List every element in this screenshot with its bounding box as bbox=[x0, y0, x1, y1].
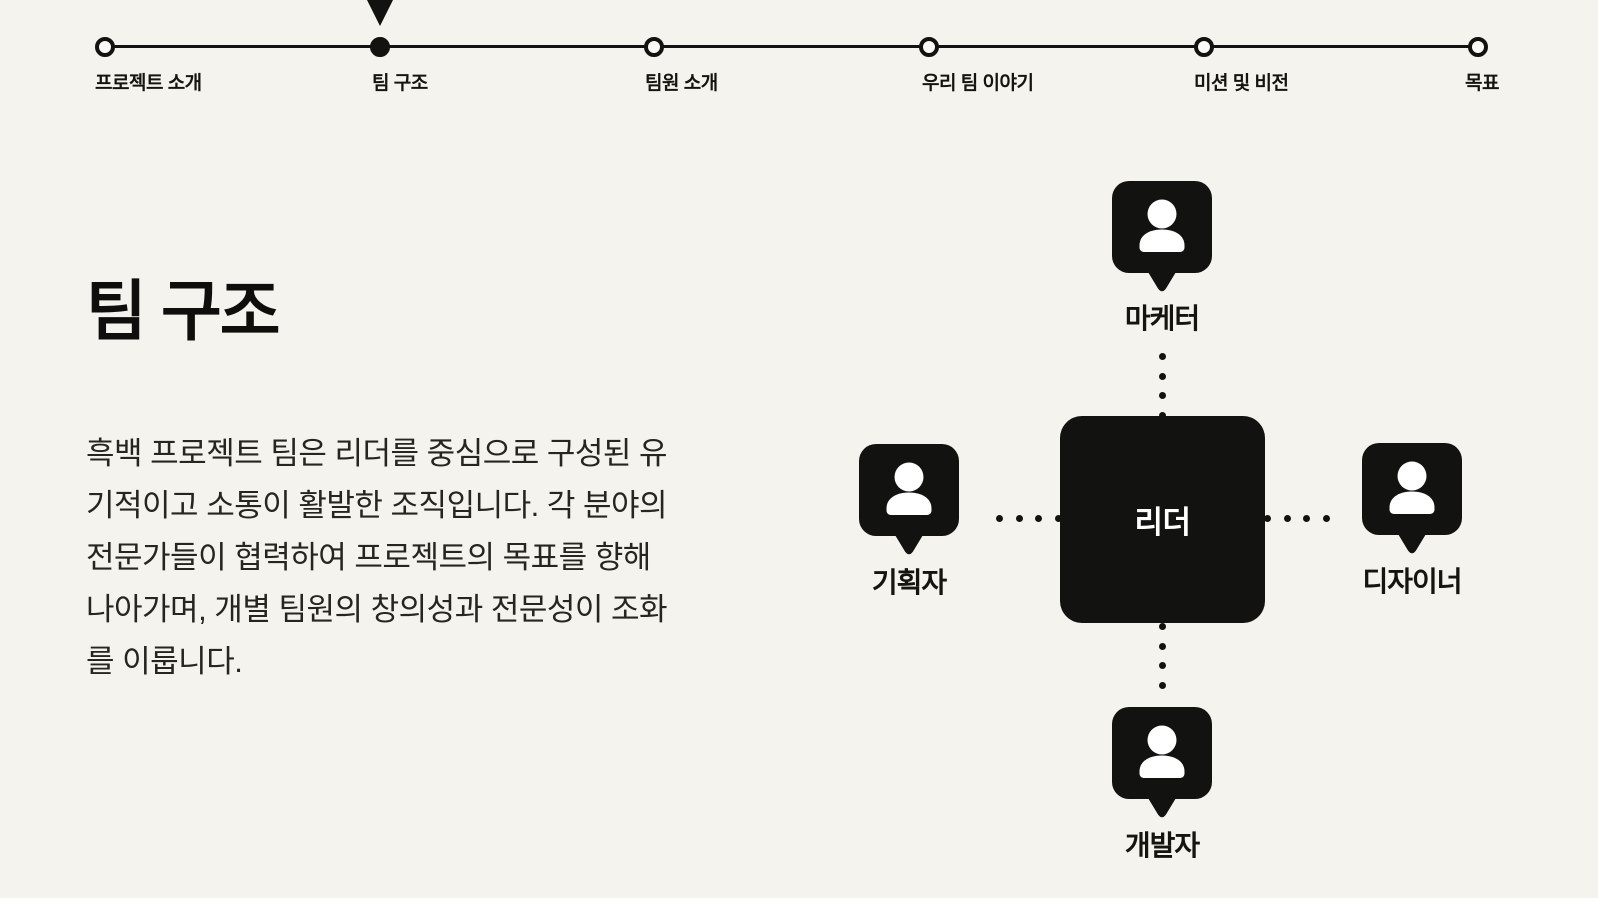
timeline-step-label[interactable]: 목표 bbox=[1465, 73, 1499, 94]
role-node-designer: 디자이너 bbox=[1362, 443, 1463, 597]
person-pin-icon bbox=[1112, 707, 1212, 818]
timeline-step-dot-members[interactable] bbox=[644, 37, 664, 57]
role-node-planner: 기획자 bbox=[859, 444, 959, 598]
timeline-step-dot-mission[interactable] bbox=[1194, 37, 1214, 57]
role-label-developer: 개발자 bbox=[1124, 830, 1200, 861]
page-description: 흑백 프로젝트 팀은 리더를 중심으로 구성된 유기적이고 소통이 활발한 조직… bbox=[86, 436, 668, 679]
person-pin-icon bbox=[1362, 443, 1462, 554]
role-label-planner: 기획자 bbox=[871, 567, 947, 598]
connector-right bbox=[1264, 515, 1330, 522]
connector-bottom bbox=[1159, 623, 1166, 689]
timeline-step-label[interactable]: 팀원 소개 bbox=[645, 73, 718, 94]
timeline-step-label[interactable]: 미션 및 비전 bbox=[1194, 73, 1289, 94]
timeline-step-label[interactable]: 우리 팀 이야기 bbox=[922, 73, 1034, 94]
progress-timeline: 프로젝트 소개 팀 구조 팀원 소개 우리 팀 이야기 미션 및 비전 목표 bbox=[0, 0, 1598, 110]
timeline-step-label[interactable]: 팀 구조 bbox=[372, 73, 428, 94]
page-title: 팀 구조 bbox=[86, 274, 280, 348]
role-node-marketer: 마케터 bbox=[1112, 181, 1212, 334]
person-pin-icon bbox=[859, 444, 959, 555]
timeline-step-dot-team-structure[interactable] bbox=[370, 37, 390, 57]
connector-left bbox=[996, 515, 1062, 522]
timeline-track bbox=[105, 45, 1478, 48]
timeline-step-label[interactable]: 프로젝트 소개 bbox=[95, 73, 202, 94]
role-label-marketer: 마케터 bbox=[1124, 303, 1200, 334]
connector-top bbox=[1159, 353, 1166, 419]
person-pin-icon bbox=[1112, 181, 1212, 292]
leader-node: 리더 bbox=[1060, 416, 1265, 623]
role-node-developer: 개발자 bbox=[1112, 707, 1212, 861]
timeline-step-dot-goal[interactable] bbox=[1468, 37, 1488, 57]
timeline-step-dot-story[interactable] bbox=[919, 37, 939, 57]
leader-label: 리더 bbox=[1134, 505, 1191, 540]
role-label-designer: 디자이너 bbox=[1362, 566, 1462, 597]
timeline-step-dot-project-intro[interactable] bbox=[95, 37, 115, 57]
active-step-indicator-icon bbox=[367, 0, 393, 26]
